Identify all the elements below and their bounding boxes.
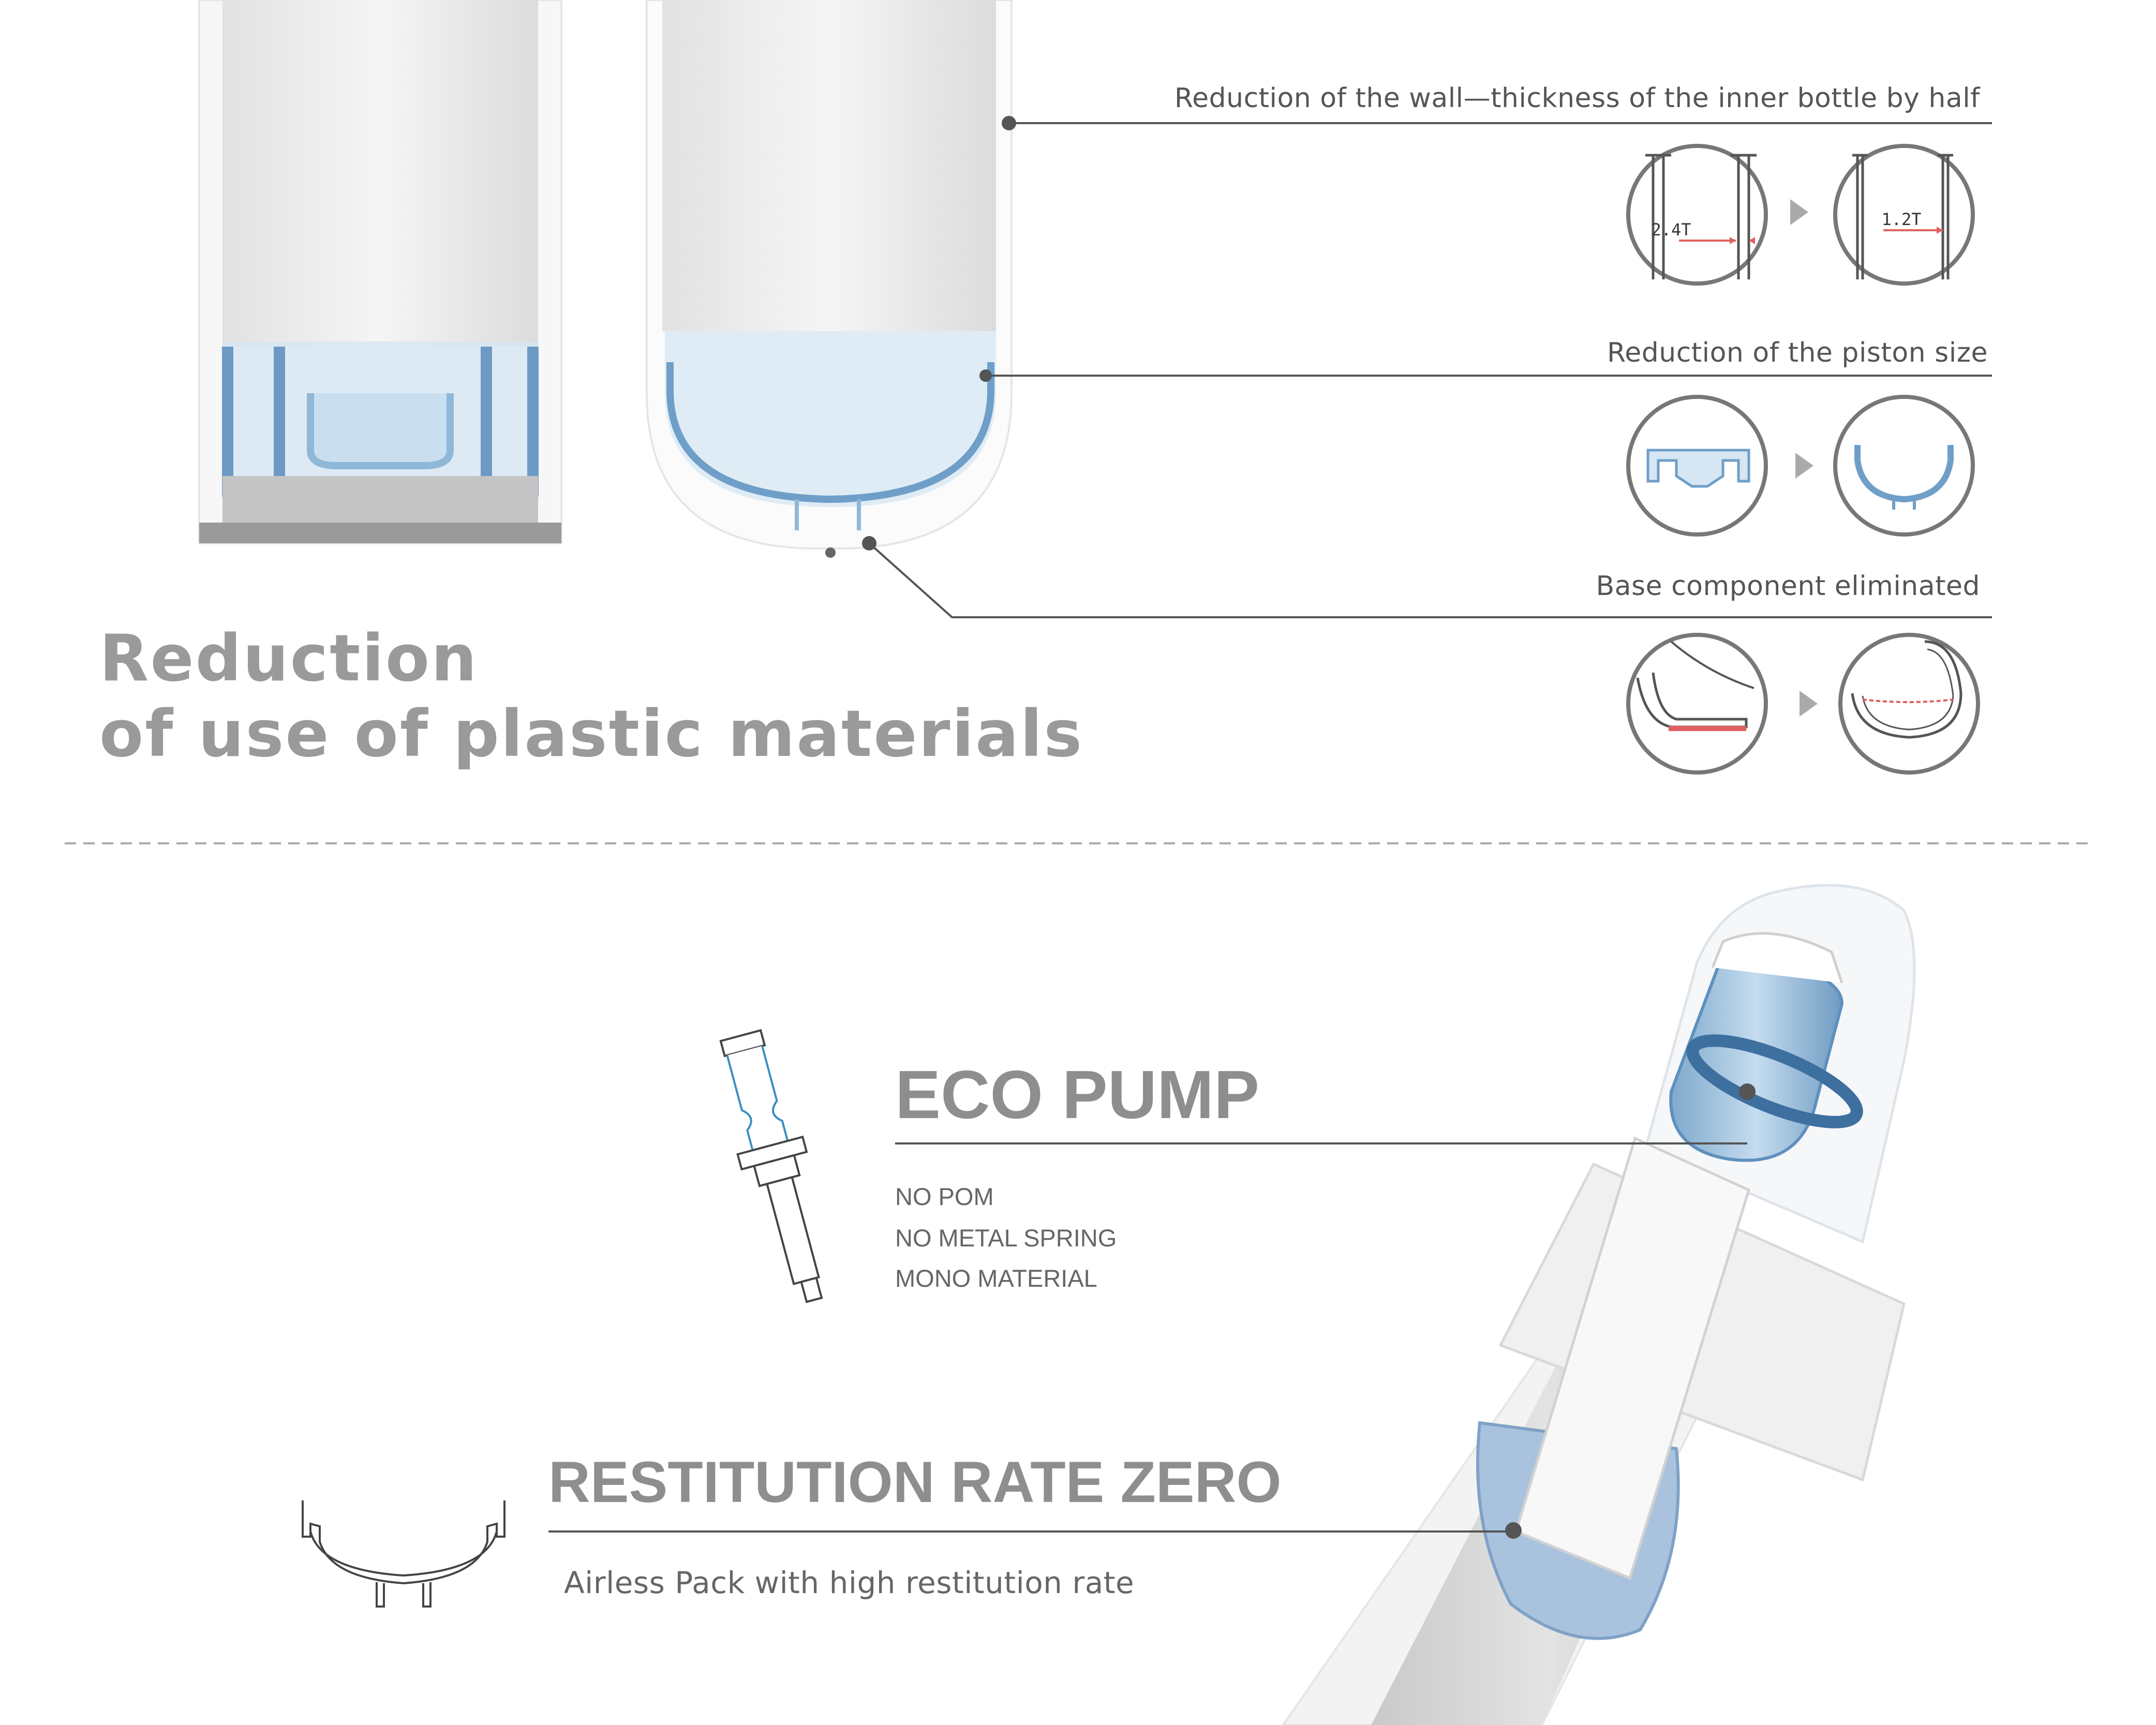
callout-wall-thickness: Reduction of the wall—thickness of the i… xyxy=(1174,83,1980,114)
callout-base-eliminated: Base component eliminated xyxy=(1596,571,1980,602)
arrow-right-icon xyxy=(1795,453,1813,479)
arrow-right-icon xyxy=(1800,691,1818,717)
wall-thickness-after-detail xyxy=(1833,144,1975,286)
feature-no-metal-spring: NO METAL SPRING xyxy=(895,1224,1117,1252)
arrow-right-icon xyxy=(1790,199,1808,225)
before-thickness-label: 2.4T xyxy=(1651,220,1691,240)
wall-thickness-before-detail xyxy=(1626,144,1768,286)
section-title: Reduction of use of plastic materials xyxy=(99,621,1083,772)
after-thickness-label: 1.2T xyxy=(1881,210,1921,229)
leader-lines-bottom xyxy=(548,1083,1756,1539)
piston-after-detail xyxy=(1833,395,1975,537)
restitution-subtitle: Airless Pack with high restitution rate xyxy=(564,1565,1135,1600)
pump-render xyxy=(1282,884,1916,1725)
eco-pump-line-drawing xyxy=(719,1029,823,1303)
section-title-line-2: of use of plastic materials xyxy=(99,697,1084,771)
feature-no-pom: NO POM xyxy=(895,1183,994,1210)
feature-mono-material: MONO MATERIAL xyxy=(895,1265,1097,1292)
old-bottle-illustration xyxy=(198,0,562,544)
piston-line-drawing xyxy=(302,1500,505,1608)
eco-pump-heading: ECO PUMP xyxy=(895,1057,1260,1133)
new-bottle-illustration xyxy=(646,0,1013,558)
restitution-heading: RESTITUTION RATE ZERO xyxy=(548,1450,1282,1514)
callout-piston-size: Reduction of the piston size xyxy=(1607,337,1988,368)
base-after-detail xyxy=(1838,633,1980,775)
base-before-detail xyxy=(1626,633,1768,775)
piston-before-detail xyxy=(1626,395,1768,537)
leader-lines-top xyxy=(862,116,1992,618)
section-title-line-1: Reduction xyxy=(99,621,479,696)
